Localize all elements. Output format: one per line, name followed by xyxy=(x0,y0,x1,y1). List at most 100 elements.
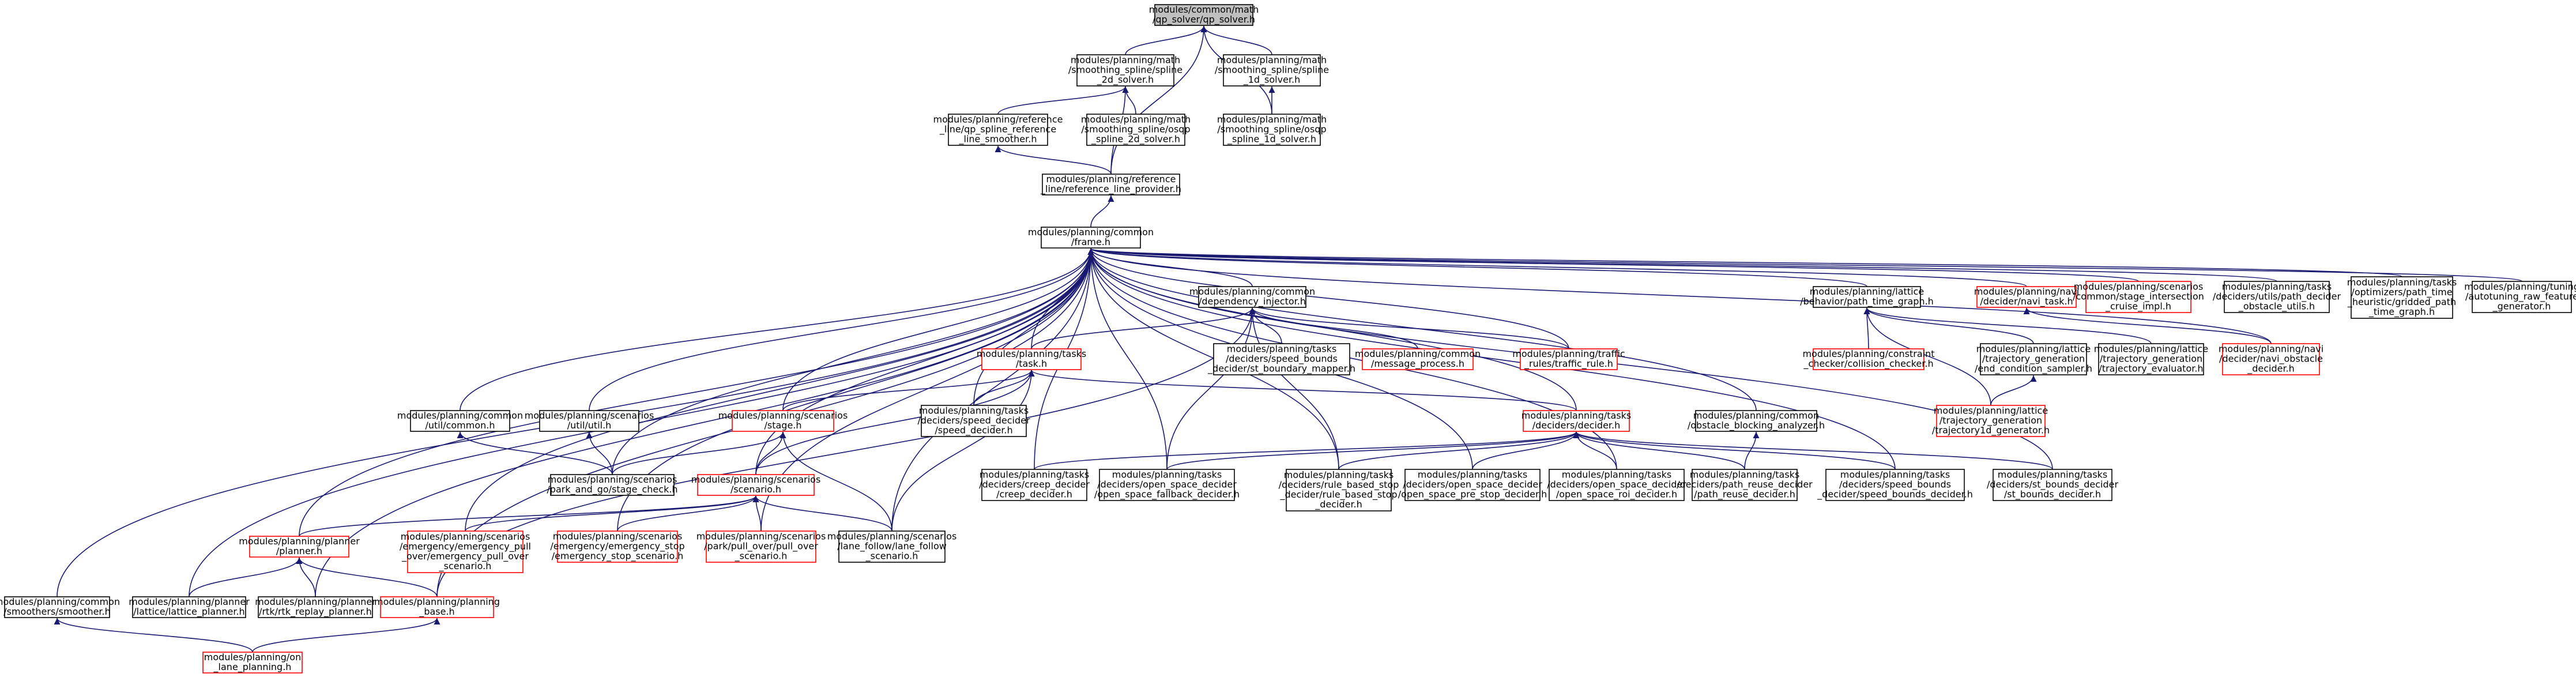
node-box[interactable] xyxy=(132,596,246,618)
node-box[interactable] xyxy=(1976,286,2077,308)
graph-node[interactable]: modules/planning/tasks/deciders/path_reu… xyxy=(1677,469,1813,501)
node-box[interactable] xyxy=(1695,410,1817,432)
graph-node[interactable]: modules/planning/planner/lattice/lattice… xyxy=(129,596,250,618)
graph-node[interactable]: modules/planning/scenarios/park_and_go/s… xyxy=(547,474,678,496)
graph-node[interactable]: modules/planning/planning_base.h xyxy=(374,596,500,618)
graph-node[interactable]: modules/planning/on_lane_planning.h xyxy=(202,652,303,674)
node-box[interactable] xyxy=(1223,114,1321,146)
graph-node[interactable]: modules/planning/tasks/deciders/creep_de… xyxy=(979,469,1090,501)
node-box[interactable] xyxy=(1086,114,1185,146)
graph-node[interactable]: modules/planning/scenarios/scenario.h xyxy=(691,474,821,496)
graph-node[interactable]: modules/planning/navi/decider/navi_task.… xyxy=(1974,286,2079,308)
node-box[interactable] xyxy=(202,652,303,674)
node-box[interactable] xyxy=(1041,227,1141,249)
graph-node[interactable]: modules/planning/scenarios/park/pull_ove… xyxy=(696,530,826,563)
graph-node[interactable]: modules/planning/tasks/deciders/utils/pa… xyxy=(2213,281,2341,313)
graph-node[interactable]: modules/planning/tasks/task.h xyxy=(977,348,1087,370)
node-box[interactable] xyxy=(1042,174,1180,195)
node-box[interactable] xyxy=(1198,286,1306,308)
node-box[interactable] xyxy=(2222,343,2320,375)
node-box[interactable] xyxy=(1404,469,1541,501)
graph-node[interactable]: modules/planning/scenarios/util/util.h xyxy=(525,410,654,432)
graph-node[interactable]: modules/planning/tasks/deciders/speed_bo… xyxy=(1207,343,1355,375)
node-box[interactable] xyxy=(697,474,815,496)
node-box[interactable] xyxy=(1099,469,1235,501)
node-box[interactable] xyxy=(249,536,349,558)
node-box[interactable] xyxy=(1520,348,1618,370)
node-box[interactable] xyxy=(539,410,639,432)
node-box[interactable] xyxy=(407,530,524,573)
graph-node[interactable]: modules/planning/common/smoothers/smooth… xyxy=(0,596,120,618)
graph-node[interactable]: modules/planning/scenarios/emergency/eme… xyxy=(550,530,685,563)
node-box[interactable] xyxy=(1980,343,2087,375)
graph-node[interactable]: modules/planning/tasks/deciders/open_spa… xyxy=(1398,469,1547,501)
graph-node[interactable]: modules/planning/math/smoothing_spline/s… xyxy=(1215,54,1329,86)
graph-node[interactable]: modules/planning/math/smoothing_spline/s… xyxy=(1068,54,1182,86)
node-box[interactable] xyxy=(2224,281,2330,313)
node-box[interactable] xyxy=(948,114,1048,146)
graph-node[interactable]: modules/planning/scenarios/lane_follow/l… xyxy=(827,530,957,563)
node-box[interactable] xyxy=(1213,343,1350,375)
node-box[interactable] xyxy=(1813,348,1925,370)
node-box[interactable] xyxy=(732,410,834,432)
node-box[interactable] xyxy=(550,474,675,496)
graph-node[interactable]: modules/planning/common/frame.h xyxy=(1028,227,1154,249)
node-box[interactable] xyxy=(838,530,946,563)
graph-node[interactable]: modules/planning/navi/decider/navi_obsta… xyxy=(2219,343,2323,375)
node-box[interactable] xyxy=(1286,469,1392,511)
node-box[interactable] xyxy=(921,405,1027,437)
graph-node[interactable]: modules/common/math/qp_solver/qp_solver.… xyxy=(1149,4,1259,26)
node-box[interactable] xyxy=(557,530,678,563)
graph-node[interactable]: modules/planning/tasks/optimizers/path_t… xyxy=(2347,276,2457,319)
node-box[interactable] xyxy=(258,596,373,618)
graph-node[interactable]: modules/planning/tasks/deciders/open_spa… xyxy=(1547,469,1686,501)
graph-node[interactable]: modules/planning/tasks/deciders/speed_bo… xyxy=(1817,469,1973,501)
graph-node[interactable]: modules/planning/scenarios/stage.h xyxy=(718,410,848,432)
node-box[interactable] xyxy=(1523,410,1630,432)
graph-node[interactable]: modules/planning/tasks/deciders/speed_de… xyxy=(917,405,1030,437)
node-box[interactable] xyxy=(410,410,510,432)
node-box[interactable] xyxy=(1692,469,1798,501)
node-box[interactable] xyxy=(4,596,110,618)
node-box[interactable] xyxy=(2098,343,2204,375)
graph-node[interactable]: modules/planning/common/dependency_injec… xyxy=(1189,286,1315,308)
graph-node[interactable]: modules/planning/traffic_rules/traffic_r… xyxy=(1512,348,1625,370)
graph-node[interactable]: modules/planning/tasks/deciders/open_spa… xyxy=(1094,469,1240,501)
node-box[interactable] xyxy=(981,348,1082,370)
node-box[interactable] xyxy=(1549,469,1685,501)
node-box[interactable] xyxy=(1223,54,1321,86)
node-box[interactable] xyxy=(1993,469,2112,501)
graph-node[interactable]: modules/planning/tasks/deciders/decider.… xyxy=(1522,410,1632,432)
node-box[interactable] xyxy=(1936,405,2046,437)
graph-node[interactable]: modules/planning/math/smoothing_spline/o… xyxy=(1081,114,1191,146)
graph-node[interactable]: modules/planning/lattice/trajectory_gene… xyxy=(1975,343,2092,375)
graph-node[interactable]: modules/planning/tasks/deciders/rule_bas… xyxy=(1279,469,1399,511)
node-box[interactable] xyxy=(380,596,494,618)
node-box[interactable] xyxy=(1362,348,1474,370)
node-box[interactable] xyxy=(1076,54,1174,86)
graph-node[interactable]: modules/planning/scenarios/emergency/eme… xyxy=(400,530,531,573)
graph-node[interactable]: modules/planning/lattice/behavior/path_t… xyxy=(1800,286,1934,308)
graph-node[interactable]: modules/planning/lattice/trajectory_gene… xyxy=(1932,405,2050,437)
root-node-box[interactable] xyxy=(1154,4,1253,26)
graph-node[interactable]: modules/planning/reference_line/referenc… xyxy=(1040,174,1181,195)
graph-node[interactable]: modules/planning/tasks/deciders/st_bound… xyxy=(1987,469,2119,501)
node-box[interactable] xyxy=(2472,281,2572,313)
graph-node[interactable]: modules/planning/reference_line/qp_splin… xyxy=(933,114,1063,146)
node-box[interactable] xyxy=(2085,281,2191,313)
graph-node[interactable]: modules/planning/common/message_process.… xyxy=(1355,348,1481,370)
graph-node[interactable]: modules/planning/constraint_checker/coll… xyxy=(1802,348,1935,370)
graph-node[interactable]: modules/planning/planner/planner.h xyxy=(239,536,360,558)
graph-node[interactable]: modules/planning/planner/rtk/rtk_replay_… xyxy=(255,596,376,618)
node-box[interactable] xyxy=(981,469,1087,501)
node-box[interactable] xyxy=(1825,469,1965,501)
graph-node[interactable]: modules/planning/common/util/common.h xyxy=(397,410,523,432)
graph-node[interactable]: modules/planning/scenarios/common/stage_… xyxy=(2073,281,2204,313)
graph-node[interactable]: modules/planning/tuning/autotuning_raw_f… xyxy=(2464,281,2576,313)
graph-node[interactable]: modules/planning/common/obstacle_blockin… xyxy=(1688,410,1825,432)
node-box[interactable] xyxy=(706,530,816,563)
graph-node[interactable]: modules/planning/lattice/trajectory_gene… xyxy=(2094,343,2208,375)
node-box[interactable] xyxy=(1813,286,1921,308)
node-box[interactable] xyxy=(2351,276,2453,319)
graph-node[interactable]: modules/planning/math/smoothing_spline/o… xyxy=(1217,114,1327,146)
